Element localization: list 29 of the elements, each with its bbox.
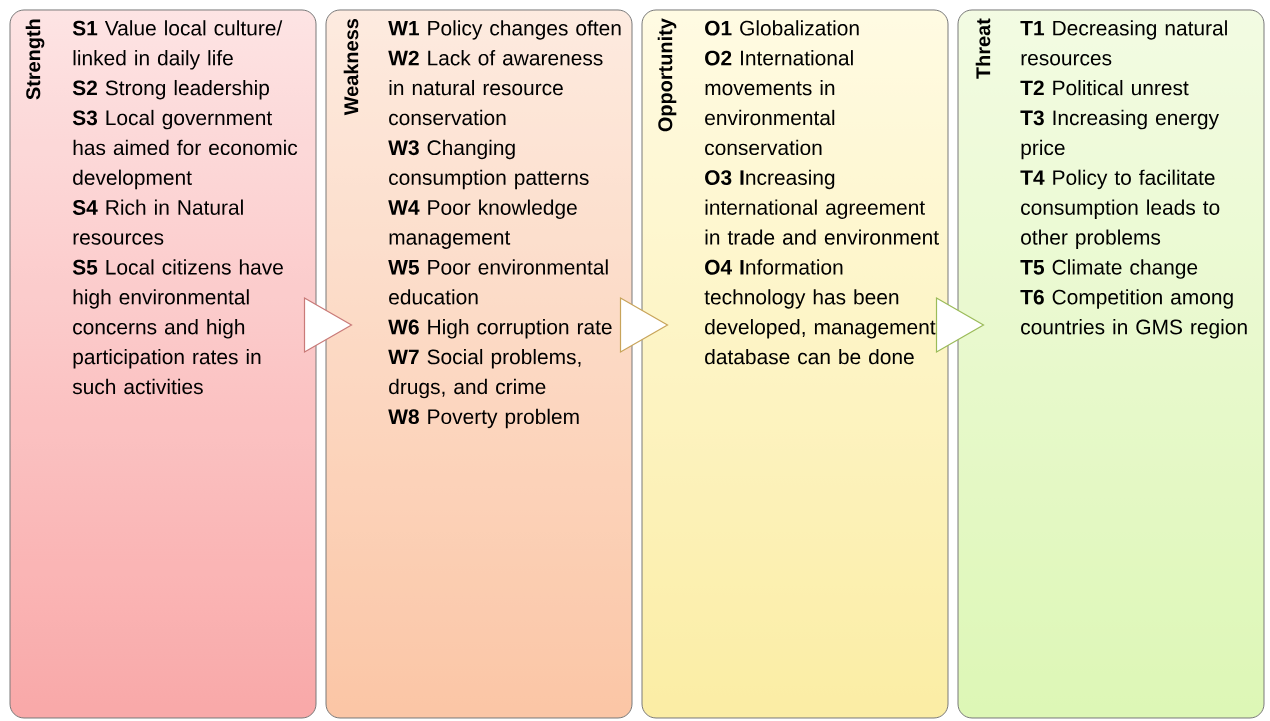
list-item: W2 Lack of awareness in natural resource conservation [388, 50, 603, 126]
panel-heading: Weakness [343, 19, 359, 116]
list-item: W6 High corruption rate [388, 319, 612, 339]
list-item: W5 Poor environmental education [388, 259, 608, 305]
panel-heading: Opportunity [657, 18, 677, 132]
list-item: S1 Value local culture/ linked in daily life [72, 20, 283, 70]
list-item: T2 Political unrest [1020, 79, 1189, 96]
swot-panel [641, 9, 949, 719]
swot-panel [325, 9, 633, 719]
list-item: S2 Strong leadership [72, 79, 269, 100]
list-item: W3 Changing consumption patterns [388, 139, 589, 190]
panel-heading: Strength [25, 19, 45, 100]
swot-panel [9, 9, 317, 719]
list-item: W8 Poverty problem [388, 408, 579, 429]
list-item: S5 Local citizens have high environmental concerns and high participation rates in such activities [72, 259, 283, 395]
list-item: T4 Policy to facilitate consumption leads to other problems [1020, 169, 1220, 249]
list-item: T5 Climate change [1020, 259, 1198, 279]
list-item: W1 Policy changes often [388, 20, 621, 40]
list-item: S3 Local government has aimed for economic development [72, 109, 298, 190]
panel-heading: Threat [975, 18, 991, 79]
list-item: W4 Poor knowledge management [388, 199, 577, 249]
list-item: T3 Increasing energy price [1020, 109, 1219, 160]
list-item: W7 Social problems, drugs, and crime [388, 348, 581, 399]
list-item: T1 Decreasing natural resources [1020, 20, 1227, 66]
swot-panel [957, 9, 1265, 719]
list-item: O1 Globalization [705, 20, 859, 36]
list-item: T6 Competition among countries in GMS region [1020, 289, 1247, 339]
list-item: S4 Rich in Natural resources [72, 199, 243, 245]
list-item: O4 Information technology has been developed, management database can be done [704, 259, 936, 365]
